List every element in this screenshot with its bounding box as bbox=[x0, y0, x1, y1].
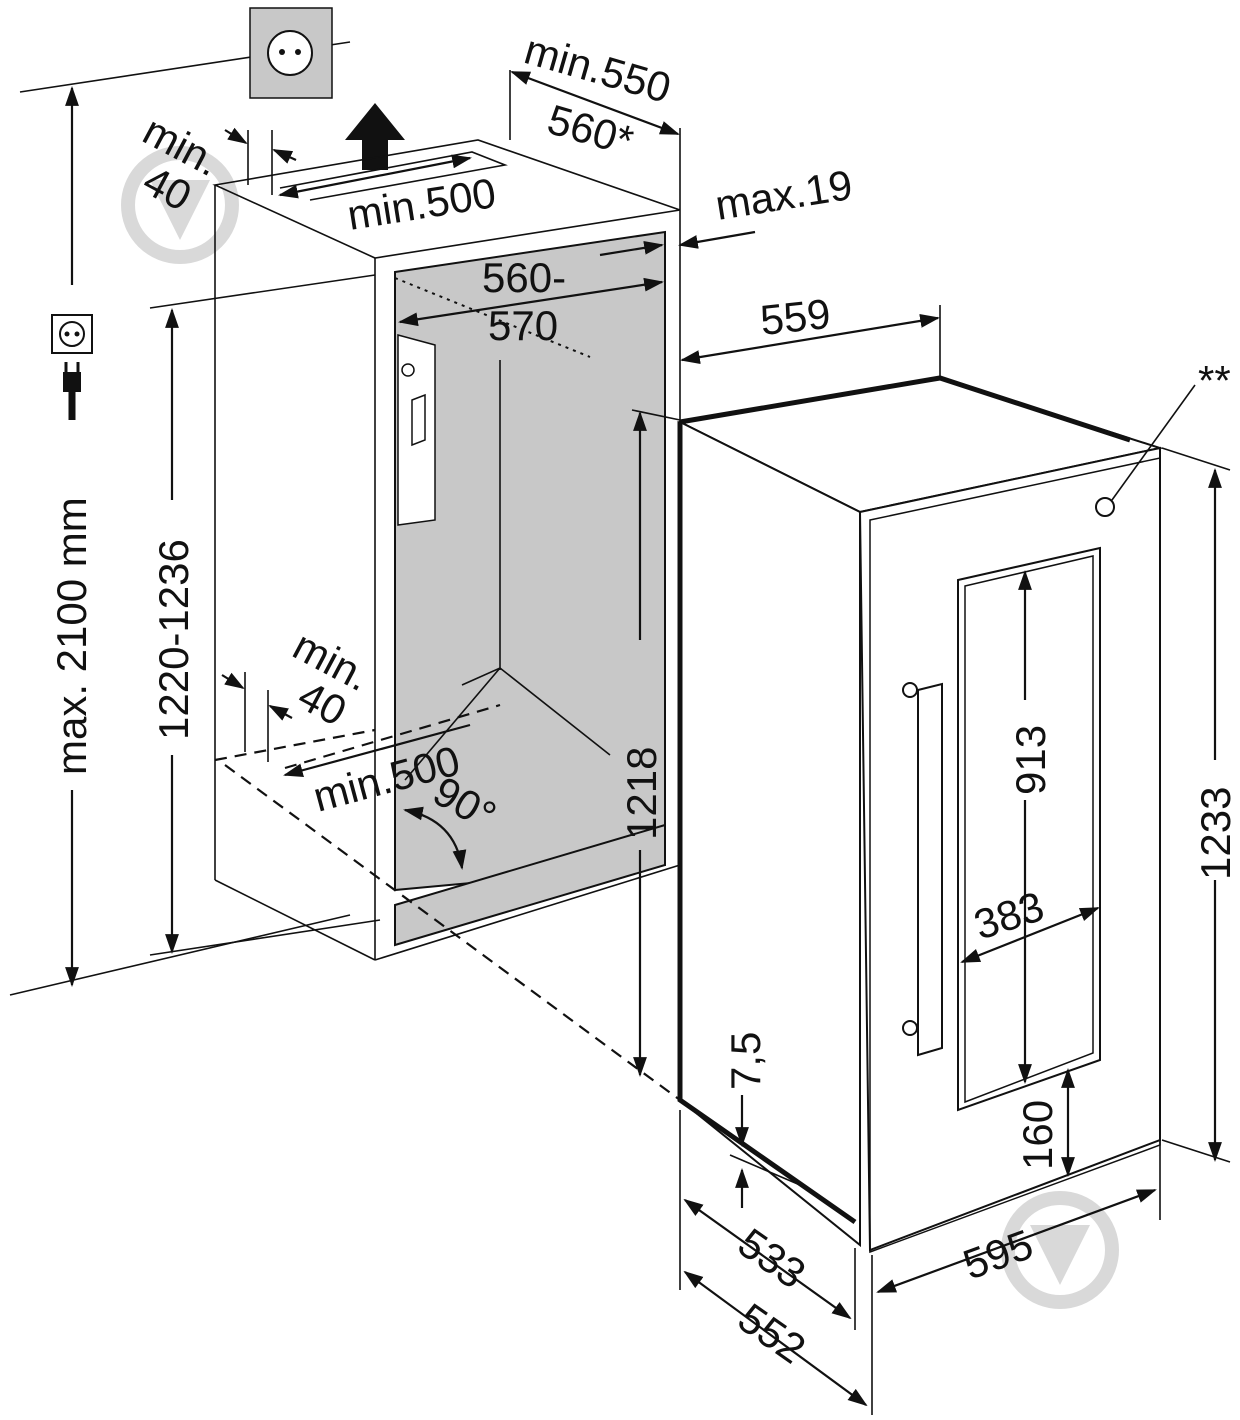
bottom-offset-label: 160 bbox=[1014, 1100, 1061, 1170]
niche-height-label: 1220-1236 bbox=[150, 539, 197, 740]
total-height-dimension: max. 2100 mm bbox=[9, 86, 351, 996]
unit-height-dimension: 1233 bbox=[1161, 447, 1239, 1163]
top-depth-dimension: min.550 560* bbox=[509, 25, 681, 210]
top-width-min-label: min.550 bbox=[520, 25, 677, 111]
side-gap-top-dimension: min. 40 bbox=[136, 106, 297, 220]
socket-symbol-icon bbox=[51, 314, 93, 354]
niche-cabinet bbox=[212, 139, 681, 1101]
gap-label: 7,5 bbox=[722, 1032, 769, 1090]
wine-cooler-appliance: ** bbox=[676, 357, 1231, 1254]
inner-height-label: 1218 bbox=[618, 747, 665, 840]
door-width-dimension: 559 bbox=[680, 290, 941, 378]
unit-height-label: 1233 bbox=[1192, 787, 1239, 880]
wall-socket-icon bbox=[19, 7, 351, 99]
max-panel-label: max.19 bbox=[712, 161, 855, 229]
niche-width-b-label: 570 bbox=[488, 302, 558, 349]
plug-icon bbox=[63, 362, 81, 420]
depth-b-label: 552 bbox=[730, 1294, 814, 1373]
inner-height-dimension: 1218 bbox=[618, 409, 681, 1077]
top-width-star-label: 560* bbox=[543, 95, 639, 164]
watermark-logo-icon bbox=[121, 146, 239, 264]
niche-height-dimension: 1220-1236 bbox=[149, 274, 381, 956]
depth-a-label: 533 bbox=[730, 1219, 814, 1298]
glass-height-label: 913 bbox=[1007, 725, 1054, 795]
niche-width-a-label: 560- bbox=[482, 254, 566, 301]
door-width-label: 559 bbox=[758, 290, 833, 344]
bottom-offset-dimension: 160 bbox=[1014, 1068, 1075, 1177]
vent-top-label: min.500 bbox=[344, 169, 499, 239]
side-gap-bottom-dimension: min. 40 bbox=[221, 621, 378, 762]
vent-top-dimension: min.500 bbox=[278, 154, 499, 239]
niche-width-dimension: 560- 570 bbox=[398, 254, 664, 349]
front-width-label: 595 bbox=[957, 1220, 1039, 1288]
total-height-label: max. 2100 mm bbox=[48, 497, 95, 775]
double-star-label: ** bbox=[1198, 357, 1231, 404]
airflow-up-arrow-icon bbox=[345, 103, 405, 170]
